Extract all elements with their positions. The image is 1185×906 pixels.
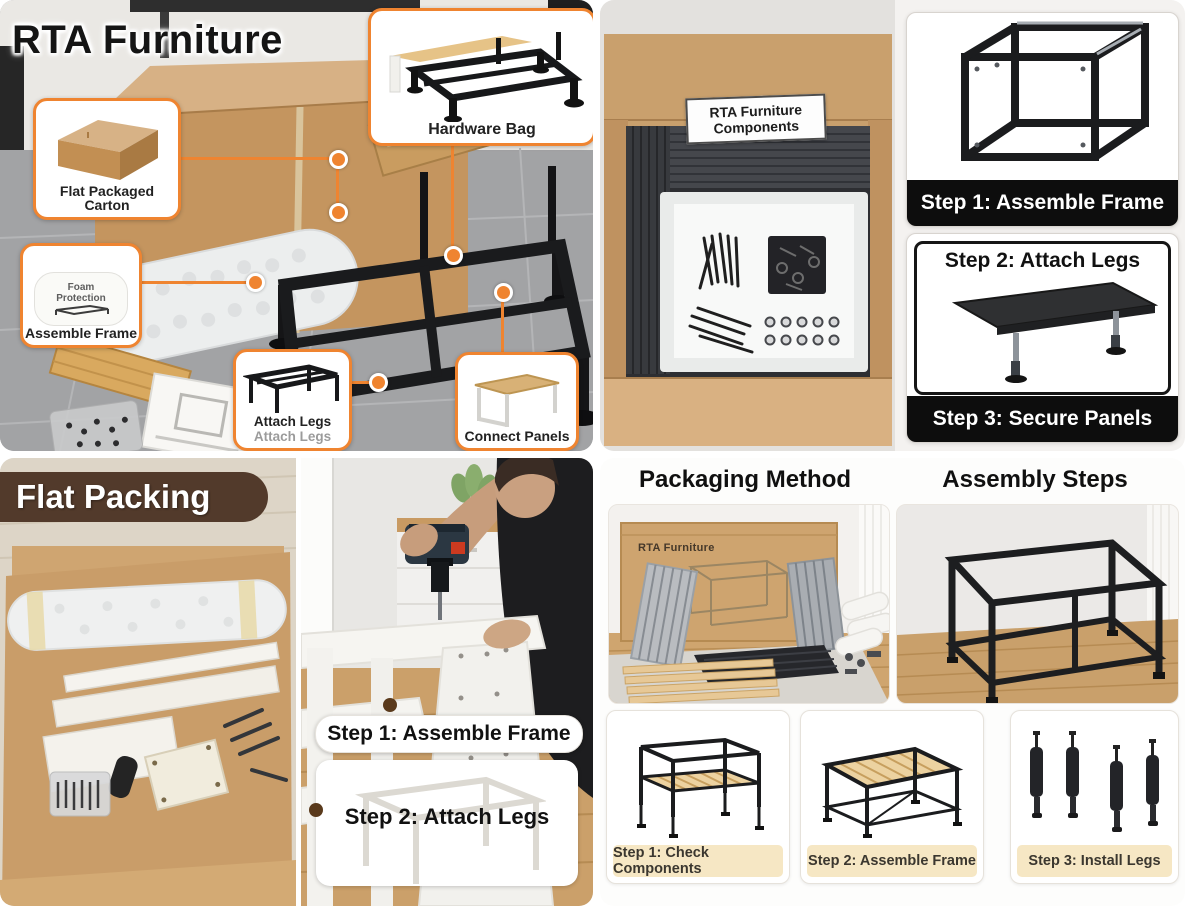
connector-dot: [329, 203, 348, 222]
callout-attach-legs: Attach Legs Attach Legs: [233, 349, 352, 451]
callout-connect-panels: Connect Panels: [455, 352, 579, 451]
step2-frame: Step 2: Attach Legs: [914, 241, 1171, 395]
frame-thumbnail: [389, 32, 584, 123]
connector-line: [175, 157, 338, 160]
panel-method-steps: Packaging Method Assembly Steps: [600, 458, 1185, 906]
cube-frame-image: [961, 21, 1149, 161]
pillow-text-line1: Foam: [67, 282, 95, 294]
step2-label: Step 2: Attach Legs: [344, 804, 550, 829]
connector-dot: [494, 283, 513, 302]
instruction-manual-photo: [140, 372, 263, 451]
panel-unboxing: RTA Furniture Flat Packaged Carton Foam …: [0, 0, 593, 451]
step2-step3-card: Step 2: Attach Legs Step 3: Secure Panel…: [906, 233, 1179, 443]
foam-pillow-thumbnail: Foam Protection: [34, 272, 128, 327]
step2-box: Step 2: Attach Legs: [316, 760, 578, 886]
frame-thumbnail: [242, 364, 339, 413]
leg: [1109, 745, 1123, 832]
parts-box: [768, 236, 826, 294]
wrapped-pack-right: [786, 557, 846, 655]
leg: [1029, 731, 1043, 818]
callout-label: Attach Legs: [253, 413, 332, 429]
leg: [1145, 739, 1159, 826]
header-packaging-method: Packaging Method: [638, 466, 852, 493]
screws-bag-photo: [49, 400, 143, 451]
step-label: Step 3: Install Legs: [1017, 845, 1172, 877]
callout-label: Connect Panels: [464, 428, 570, 445]
assembled-frame-svg: [897, 505, 1178, 703]
frame-sketch-icon: [55, 305, 109, 316]
callout-label: Flat Packaged Carton: [59, 182, 155, 214]
wrapped-pack-left: [629, 562, 699, 668]
components-box-photo: [600, 0, 895, 451]
connector-dot: [246, 273, 265, 292]
step-dot: [383, 698, 397, 712]
step2-title: Step 2: Attach Legs: [944, 249, 1141, 272]
bolts: [223, 708, 288, 782]
step1-bar: Step 1: Assemble Frame: [907, 180, 1178, 226]
front-flap: [604, 378, 892, 446]
packaging-photo-svg: [609, 505, 889, 703]
pillow-text-line2: Protection: [56, 293, 106, 305]
foam-hardware-tray: [660, 192, 868, 372]
callout-label: Assemble Frame: [24, 325, 138, 342]
screw-bag: [49, 771, 111, 817]
panel-flat-packing: Flat Packing Step 1: Assemble Frame Step…: [0, 458, 593, 906]
packaging-photo: [608, 504, 890, 704]
step1-pill: Step 1: Assemble Frame: [315, 715, 583, 753]
square-panel: [143, 738, 230, 811]
box-label-line2: Components: [713, 117, 800, 137]
callout-flat-packaged-carton: Flat Packaged Carton: [33, 98, 181, 220]
step1-check-card: Step 1: Check Components: [606, 710, 790, 884]
foam-rolls: [834, 591, 889, 657]
box-label: RTA Furniture Components: [685, 93, 827, 145]
connector-line: [136, 281, 248, 284]
panel-components: RTA Furniture Components Step 1: Assembl…: [600, 0, 1185, 451]
connector-line: [501, 295, 504, 353]
connector-dot: [444, 246, 463, 265]
connector-line: [345, 381, 372, 384]
long-screws: [688, 306, 754, 354]
callout-assemble-frame: Foam Protection Assemble Frame: [20, 243, 142, 348]
washers: [764, 316, 840, 346]
step-dot: [309, 803, 323, 817]
header-assembly-steps: Assembly Steps: [942, 466, 1128, 493]
carton-thumbnail: [58, 119, 158, 180]
tabletop-legs-image: [951, 281, 1159, 383]
connector-line: [336, 159, 339, 209]
hand: [483, 619, 531, 649]
slat-top-frame-image: [821, 746, 964, 838]
step2-assemble-card: Step 2: Assemble Frame: [800, 710, 984, 884]
callout-hardware-bag: Hardware Bag: [368, 8, 593, 146]
flat-carton-photo: [0, 458, 296, 906]
step1-card: Step 1: Assemble Frame: [906, 12, 1179, 227]
step-label: Step 2: Assemble Frame: [807, 845, 977, 877]
box-brand-text: RTA Furniture: [638, 542, 715, 554]
step-label: Step 1: Check Components: [613, 845, 783, 877]
shelf-frame-image: [637, 737, 764, 838]
drill: [400, 523, 469, 620]
black-spacer: [108, 755, 138, 799]
step3-legs-card: Step 3: Install Legs: [1010, 710, 1179, 884]
white-frame-sketch: [355, 776, 546, 884]
assembled-frame-photo: [896, 504, 1179, 704]
panel-title-banner: Flat Packing: [0, 472, 268, 522]
screw-cluster: [698, 232, 740, 290]
leg: [1065, 731, 1079, 818]
wood-slats: [622, 658, 780, 703]
connector-dot: [369, 373, 388, 392]
callout-label: Hardware Bag: [428, 121, 536, 139]
step3-bar: Step 3: Secure Panels: [907, 396, 1178, 442]
panel-title: RTA Furniture: [12, 18, 283, 62]
hardware-bits: [845, 651, 881, 674]
desk-thumbnail: [474, 374, 560, 428]
legs-image: [1029, 731, 1159, 832]
connector-dot: [329, 150, 348, 169]
black-frame: [944, 539, 1168, 700]
callout-label-ghost: Attach Legs: [253, 428, 332, 444]
connector-line: [451, 138, 454, 250]
bubble-roll: [7, 579, 287, 651]
